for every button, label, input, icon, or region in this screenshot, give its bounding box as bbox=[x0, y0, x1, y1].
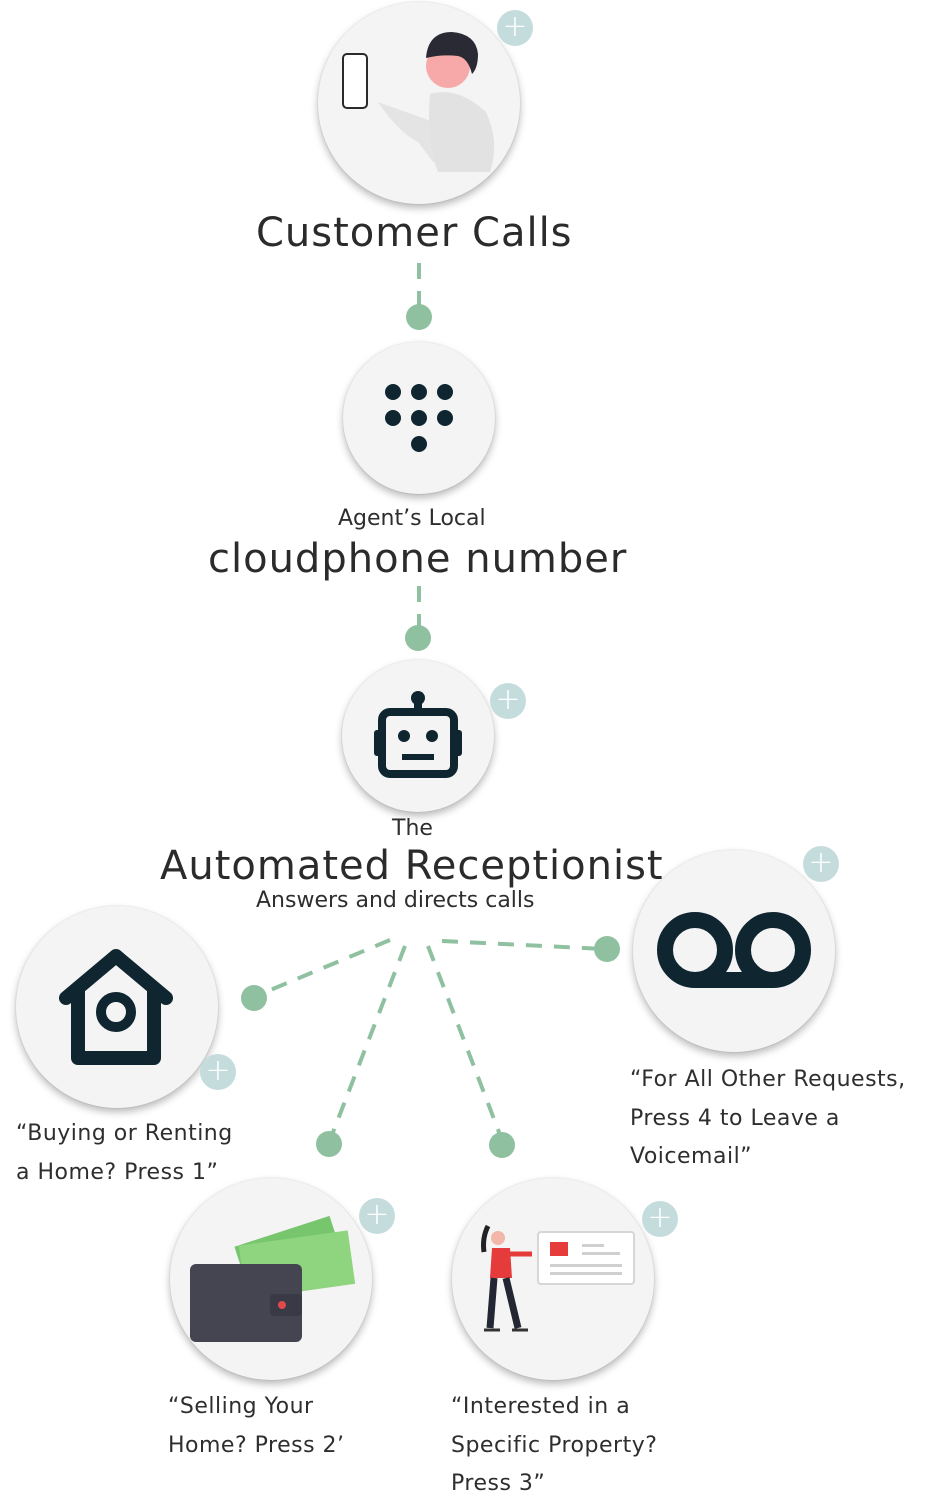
customer-calls-circle bbox=[318, 2, 520, 204]
connector-to-selling bbox=[328, 945, 407, 1141]
customer-calls-title: Customer Calls bbox=[256, 210, 573, 256]
plus-icon[interactable]: + bbox=[642, 1201, 678, 1237]
connector-to-property bbox=[426, 945, 504, 1141]
connector-node bbox=[316, 1131, 342, 1157]
person-with-phone-icon bbox=[342, 32, 495, 172]
buying-label-line: a Home? Press 1” bbox=[16, 1159, 219, 1185]
selling-label: “Selling Your Home? Press 2’ bbox=[168, 1388, 345, 1465]
voicemail-icon bbox=[657, 912, 811, 988]
voicemail-label-line: Press 4 to Leave a bbox=[630, 1105, 840, 1131]
plus-icon[interactable]: + bbox=[490, 683, 526, 719]
cloudphone-circle bbox=[343, 342, 495, 494]
property-label: “Interested in a Specific Property? Pres… bbox=[451, 1388, 657, 1504]
property-listing-icon bbox=[481, 1224, 635, 1332]
robot-icon bbox=[374, 691, 462, 778]
buying-label-line: “Buying or Renting bbox=[16, 1121, 233, 1146]
connector-to-voicemail bbox=[441, 939, 605, 951]
connector-node bbox=[489, 1132, 515, 1158]
property-circle bbox=[452, 1178, 654, 1380]
receptionist-subtitle: Answers and directs calls bbox=[256, 888, 535, 913]
voicemail-circle bbox=[633, 850, 835, 1052]
connector-to-buying bbox=[255, 938, 391, 998]
selling-label-line: Home? Press 2’ bbox=[168, 1432, 345, 1458]
buying-label: “Buying or Renting a Home? Press 1” bbox=[16, 1115, 233, 1192]
connector-node bbox=[594, 936, 620, 962]
home-icon bbox=[59, 949, 173, 1065]
receptionist-circle bbox=[342, 660, 494, 812]
cloudphone-title: cloudphone number bbox=[208, 536, 628, 582]
voicemail-label-line: Voicemail” bbox=[630, 1144, 753, 1169]
connector-node bbox=[406, 304, 432, 330]
voicemail-label: “For All Other Requests, Press 4 to Leav… bbox=[630, 1061, 906, 1177]
plus-icon[interactable]: + bbox=[200, 1054, 236, 1090]
buying-circle bbox=[16, 906, 218, 1108]
connector-node bbox=[241, 985, 267, 1011]
property-label-line: Specific Property? bbox=[451, 1432, 658, 1458]
receptionist-title: Automated Receptionist bbox=[160, 843, 664, 889]
keypad-icon bbox=[385, 384, 453, 452]
selling-circle bbox=[170, 1178, 372, 1380]
plus-icon[interactable]: + bbox=[497, 10, 533, 46]
plus-icon[interactable]: + bbox=[803, 846, 839, 882]
receptionist-caption: The bbox=[392, 816, 433, 841]
cloudphone-caption: Agent’s Local bbox=[338, 506, 486, 531]
selling-label-line: “Selling Your bbox=[168, 1394, 314, 1419]
property-label-line: Press 3” bbox=[451, 1471, 546, 1496]
plus-icon[interactable]: + bbox=[359, 1198, 395, 1234]
wallet-with-cash-icon bbox=[190, 1215, 356, 1342]
connector-node bbox=[405, 625, 431, 651]
property-label-line: “Interested in a bbox=[451, 1394, 631, 1419]
voicemail-label-line: “For All Other Requests, bbox=[630, 1067, 906, 1092]
